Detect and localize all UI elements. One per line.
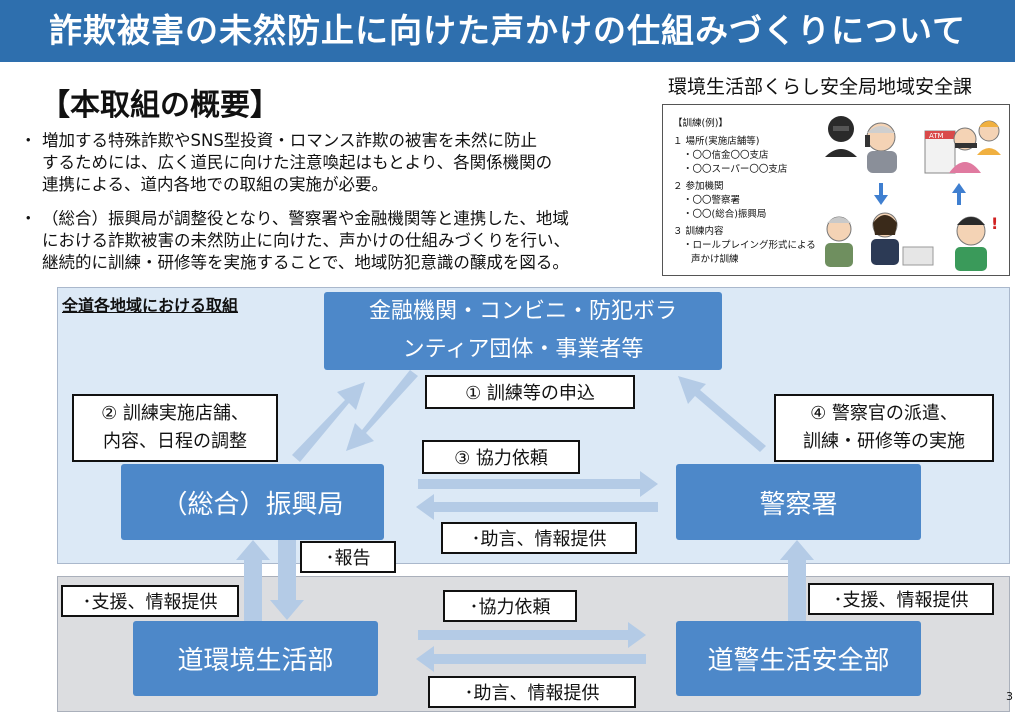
arrow-env-to-bureau xyxy=(236,540,270,622)
node-label: ンティア団体・事業者等 xyxy=(402,337,644,362)
example-line: １ 場所(実施店舗等) xyxy=(673,136,760,147)
bullet-line: 増加する特殊詐欺やSNS型投資・ロマンス詐欺の被害を未然に防止 xyxy=(42,131,537,150)
bullet-line: 継続的に訓練・研修等を実施することで、地域防犯意識の醸成を図る。 xyxy=(42,253,569,272)
label-line: 訓練・研修等の実施 xyxy=(803,431,965,452)
arrow-advice-bottom xyxy=(416,646,646,672)
arrow-advice-top xyxy=(416,494,658,520)
arrow-bureau-to-env xyxy=(270,540,304,620)
arrow-cooperation-bottom xyxy=(418,622,646,648)
arrow-police-to-finance xyxy=(678,376,766,452)
atm-sign: ATM xyxy=(929,132,944,140)
department-name: 環境生活部くらし安全局地域安全課 xyxy=(668,76,973,98)
page-number: 3 xyxy=(1006,690,1013,703)
example-line: 声かけ訓練 xyxy=(691,254,739,265)
bullet-line: （総合）振興局が調整役となり、警察署や金融機関等と連携した、地域 xyxy=(42,209,569,228)
node-police-station: 警察署 xyxy=(676,464,921,540)
example-line: ２ 参加機関 xyxy=(673,181,724,192)
atm-illustration: ATM xyxy=(924,120,1001,174)
bullet-marker: ・ xyxy=(20,131,37,150)
label-support-left: ･支援、情報提供 xyxy=(61,585,239,617)
bullet-line: における詐欺被害の未然防止に向けた、声かけの仕組みづくりを行い、 xyxy=(42,231,570,250)
page-title: 詐欺被害の未然防止に向けた声かけの仕組みづくりについて xyxy=(0,0,1015,62)
region-label: 全道各地域における取組 xyxy=(62,296,239,315)
node-finance-institutions: 金融機関・コンビニ・防犯ボラ ンティア団体・事業者等 xyxy=(324,292,722,370)
arrow-finance-to-bureau xyxy=(346,370,418,451)
counter-illustration xyxy=(825,212,934,267)
label-line: 内容、日程の調整 xyxy=(103,431,247,452)
node-env-dept: 道環境生活部 xyxy=(133,621,378,696)
label-cooperation-bottom: ･協力依頼 xyxy=(443,590,577,622)
label-adjust: ② 訓練実施店舗、 内容、日程の調整 xyxy=(72,394,278,462)
label-advice-top: ･助言、情報提供 xyxy=(441,522,637,554)
example-line: ・ロールプレイング形式による xyxy=(683,240,816,251)
clerk-illustration: ! xyxy=(955,214,998,271)
training-illustration: ATM ! xyxy=(825,116,1001,271)
node-bureau: （総合）振興局 xyxy=(121,464,384,540)
arrow-bureau-to-finance xyxy=(292,382,365,462)
arrow-hq-to-police xyxy=(780,540,814,622)
training-example-box: 【訓練(例)】 １ 場所(実施店舗等) ・〇〇信金〇〇支店 ・〇〇スーパー〇〇支… xyxy=(662,104,1010,276)
label-line: ② 訓練実施店舗、 xyxy=(101,403,249,424)
label-cooperation: ③ 協力依頼 xyxy=(422,440,580,474)
bullet-line: するためには、広く道民に向けた注意喚起はもとより、各関係機関の xyxy=(42,153,553,172)
example-line: ・〇〇警察署 xyxy=(683,195,741,206)
bullet-marker: ・ xyxy=(20,209,37,228)
elderly-man-illustration xyxy=(865,122,897,173)
node-label: 金融機関・コンビニ・防犯ボラ xyxy=(368,299,677,324)
example-line: ・〇〇スーパー〇〇支店 xyxy=(683,164,788,175)
svg-text:!: ! xyxy=(991,214,998,233)
label-line: ④ 警察官の派遣、 xyxy=(810,403,958,424)
example-line: ・〇〇信金〇〇支店 xyxy=(683,150,769,161)
example-line: ・〇〇(総合)振興局 xyxy=(683,209,767,220)
label-dispatch: ④ 警察官の派遣、 訓練・研修等の実施 xyxy=(774,394,994,462)
arrow-cooperation xyxy=(418,471,658,497)
label-advice-bottom: ･助言、情報提供 xyxy=(428,676,636,708)
bullet-line: 連携による、道内各地での取組の実施が必要。 xyxy=(42,175,389,194)
node-police-hq: 道警生活安全部 xyxy=(676,621,921,696)
example-line: ３ 訓練内容 xyxy=(673,226,724,237)
overview-heading: 【本取組の概要】 xyxy=(40,88,280,123)
scammer-illustration xyxy=(825,116,857,157)
label-report: ･報告 xyxy=(300,541,396,573)
label-apply: ① 訓練等の申込 xyxy=(425,375,635,409)
label-support-right: ･支援、情報提供 xyxy=(808,583,994,615)
example-heading: 【訓練(例)】 xyxy=(673,118,728,129)
